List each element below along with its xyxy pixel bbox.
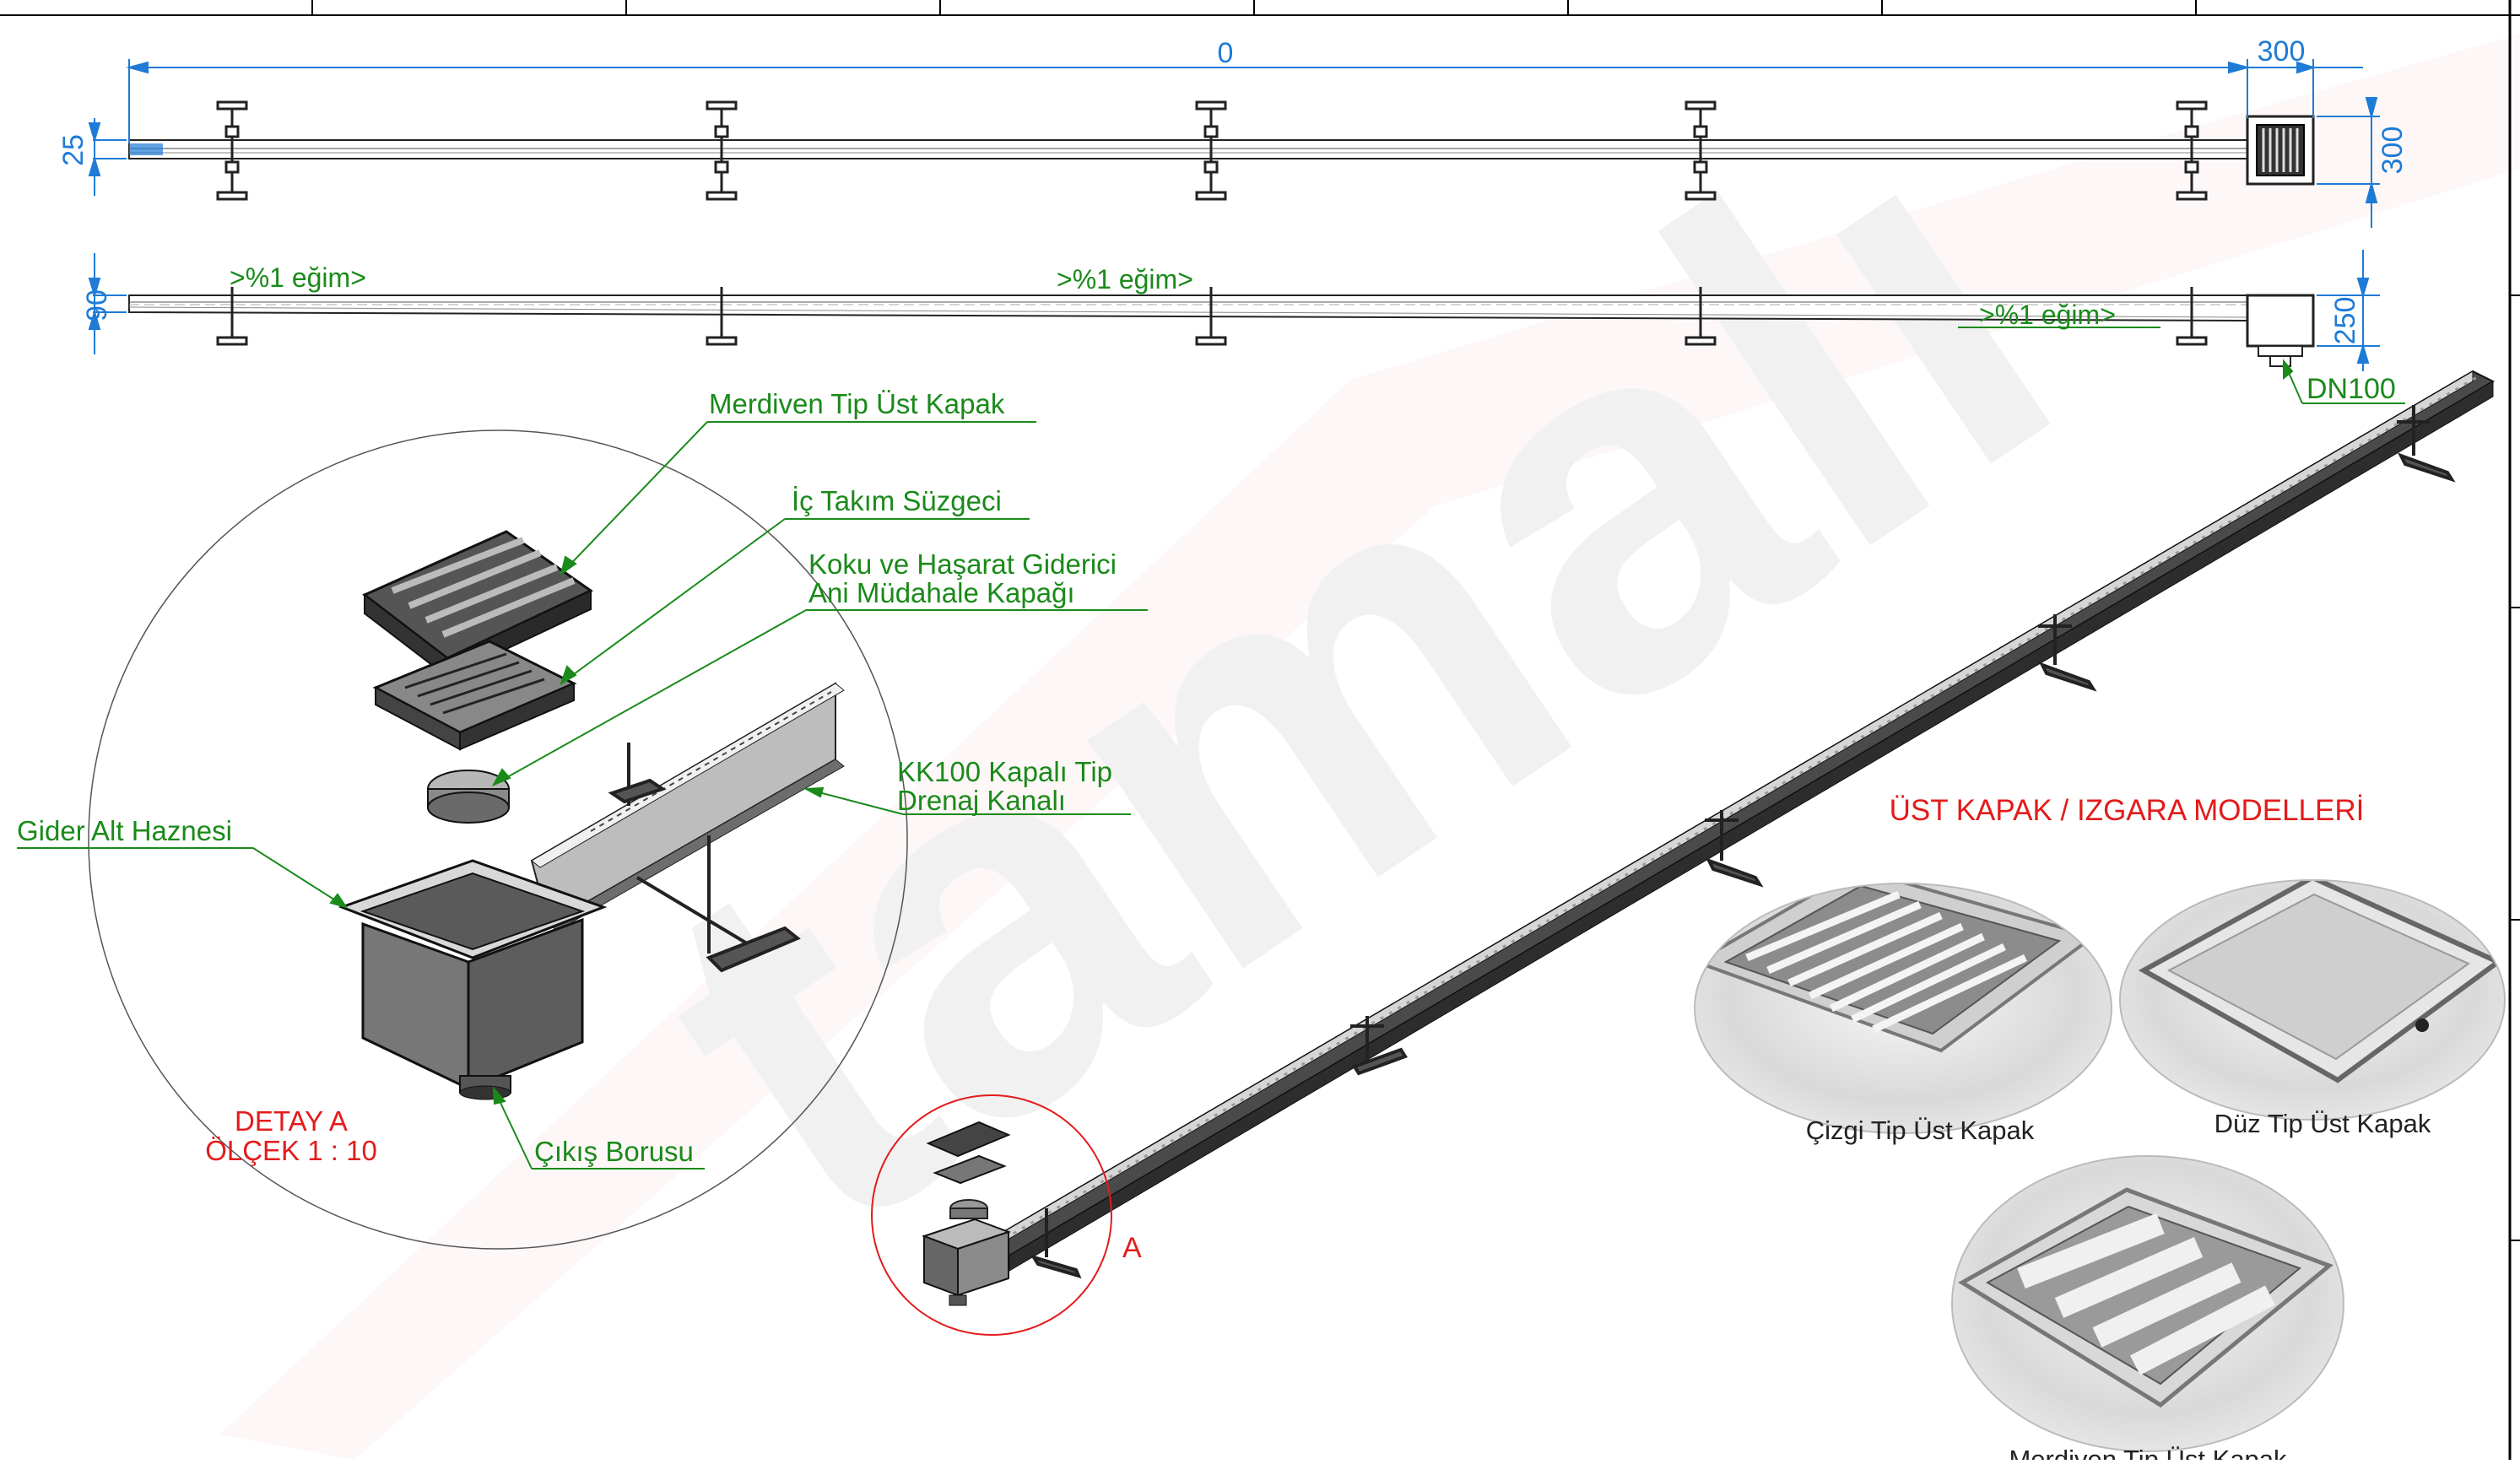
detail-a-marker: A	[1122, 1232, 1142, 1264]
iso-supports	[1030, 405, 2456, 1279]
callout-ic-takim: İç Takım Süzgeci	[792, 485, 1002, 516]
slope-label-2: >%1 eğim>	[1057, 264, 1193, 294]
callout-kk100-line1: KK100 Kapalı Tip	[897, 756, 1112, 787]
callout-merdiven-kapak: Merdiven Tip Üst Kapak	[709, 388, 1005, 419]
dim-box-height: 250	[2329, 297, 2361, 345]
detail-trap-cap	[427, 770, 510, 824]
slope-label-3: >%1 eğim>	[1979, 300, 2116, 330]
plan-supports	[216, 100, 2208, 201]
callout-gider: Gider Alt Haznesi	[17, 815, 232, 846]
detail-title: DETAY A	[235, 1105, 348, 1137]
side-box	[2246, 294, 2315, 367]
model-flat-label: Düz Tip Üst Kapak	[2214, 1109, 2431, 1138]
dim-total-length: 0	[1218, 37, 1234, 69]
model-flat-cover	[2120, 880, 2505, 1120]
callout-leaders	[17, 421, 1148, 1170]
detail-a-mini-assembly	[922, 1121, 1011, 1306]
detail-scale: ÖLÇEK 1 : 10	[205, 1135, 377, 1166]
slope-label-1: >%1 eğim>	[230, 262, 366, 293]
isometric-channel: A	[871, 370, 2496, 1336]
dim-channel-height: 90	[81, 289, 113, 321]
dim-box-width: 300	[2258, 35, 2306, 68]
callout-cikis: Çıkış Borusu	[534, 1136, 694, 1167]
detail-channel	[530, 682, 845, 973]
outlet-label: DN100	[2306, 373, 2396, 405]
dim-box-depth: 300	[2377, 127, 2409, 175]
detail-body	[338, 859, 608, 1100]
dim-channel-width: 25	[57, 134, 89, 166]
callout-kk100-line2: Drenaj Kanalı	[897, 785, 1066, 816]
plan-dimensions	[88, 59, 2380, 228]
callout-koku-line1: Koku ve Haşarat Giderici	[808, 548, 1117, 580]
side-view: 90 250 >%1 eğim> >%1 eğim> >%1 eğim> DN1…	[81, 250, 2405, 405]
models-panel: ÜST KAPAK / IZGARA MODELLERİ Çizgi Tip Ü…	[1694, 794, 2506, 1464]
model-ladder-cover	[1952, 1156, 2344, 1451]
models-heading: ÜST KAPAK / IZGARA MODELLERİ	[1890, 794, 2365, 827]
plan-box	[2246, 115, 2315, 186]
plan-view: 0 300 300 25	[57, 35, 2409, 228]
model-line-label: Çizgi Tip Üst Kapak	[1806, 1116, 2035, 1145]
model-line-cover	[1695, 883, 2112, 1133]
callout-koku-line2: Ani Müdahale Kapağı	[808, 577, 1075, 608]
model-ladder-label: Merdiven Tip Üst Kapak	[2009, 1445, 2287, 1460]
detail-strainer	[372, 640, 577, 751]
detail-a-view: Merdiven Tip Üst Kapak İç Takım Süzgeci …	[17, 388, 1148, 1250]
